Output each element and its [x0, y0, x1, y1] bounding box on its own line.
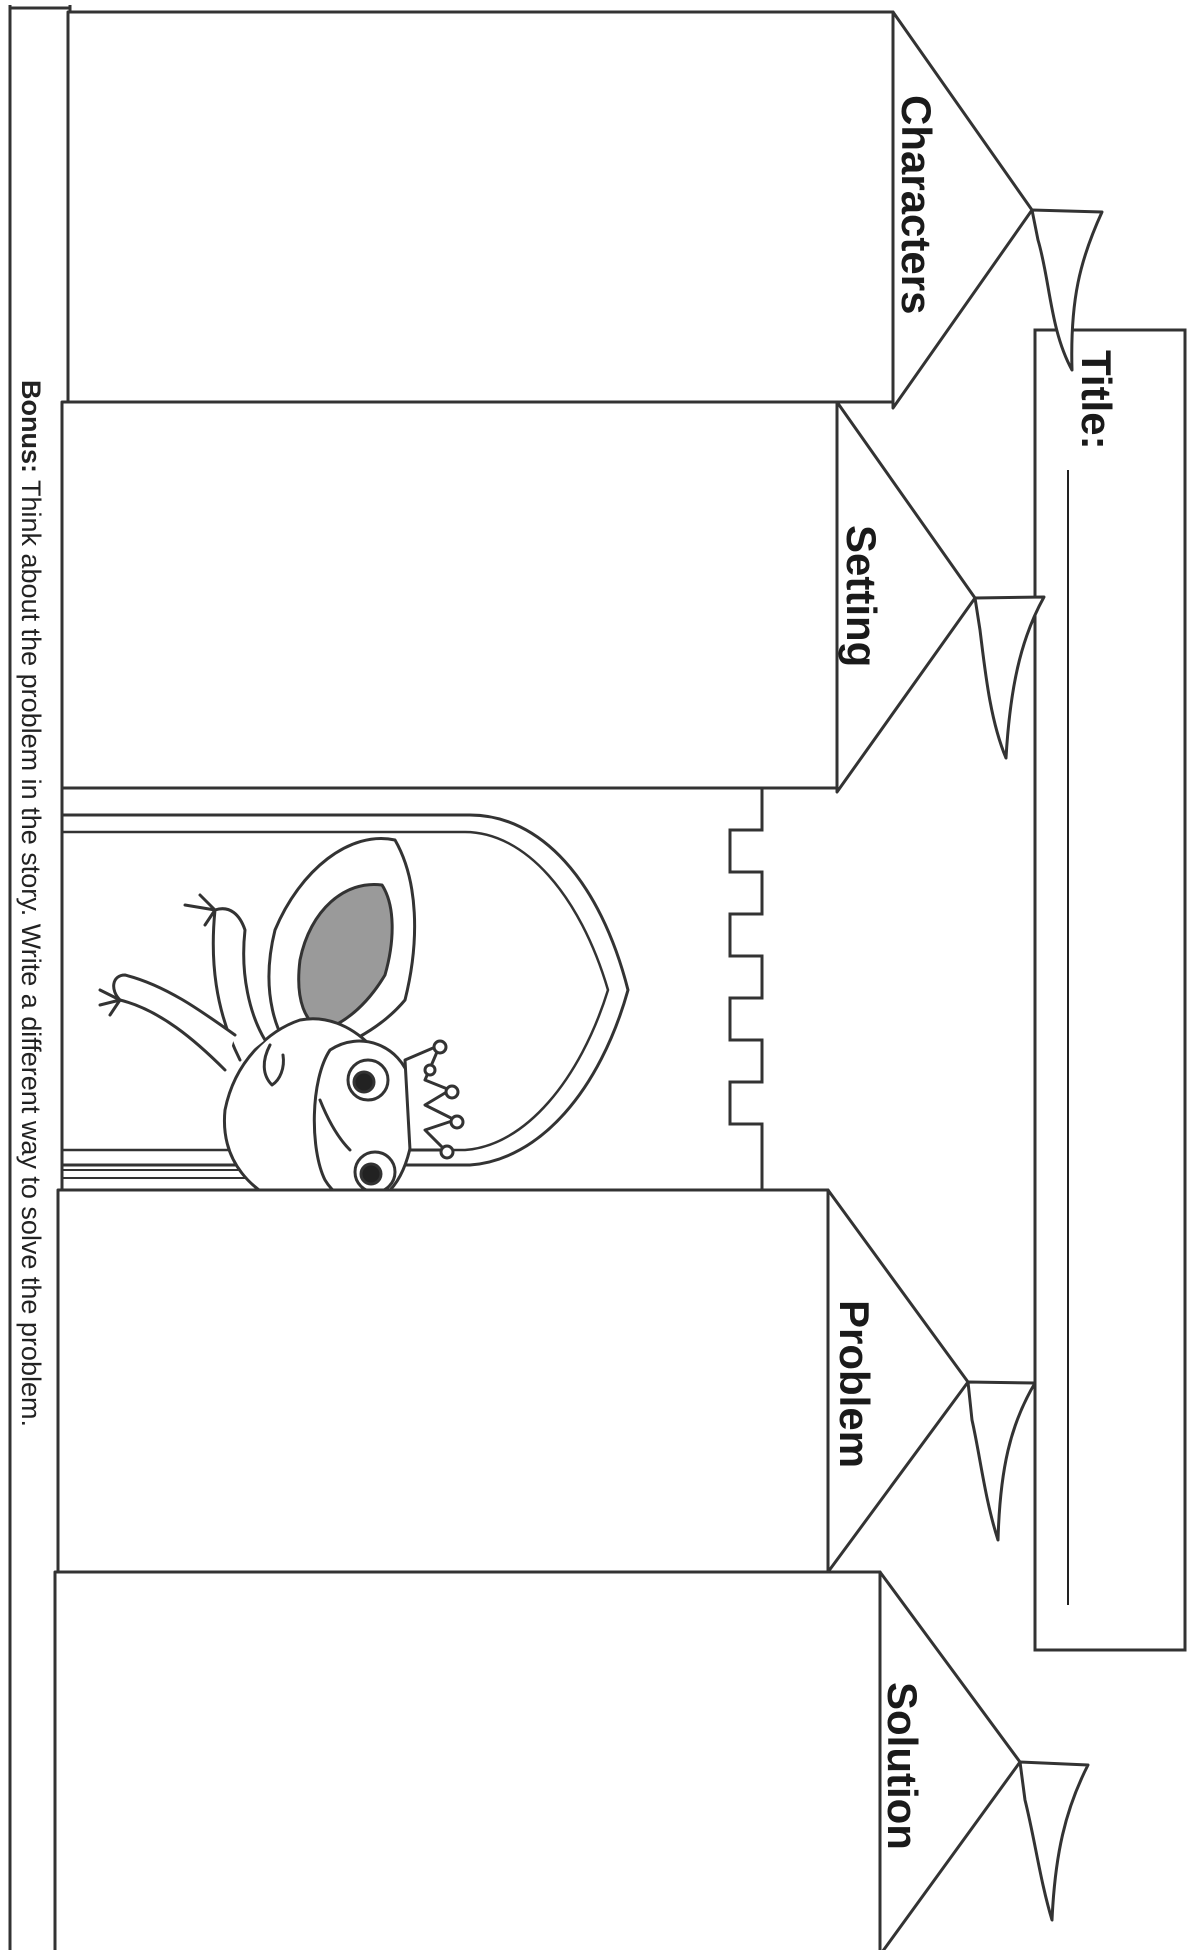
bonus-instructions: Think about the problem in the story. Wr… — [16, 473, 46, 1427]
characters-write-area[interactable] — [68, 12, 893, 402]
problem-flag — [968, 1382, 1035, 1540]
characters-label: Characters — [893, 95, 940, 314]
bonus-label: Bonus: — [16, 380, 46, 473]
solution-label: Solution — [879, 1682, 926, 1850]
bonus-text: Bonus: Think about the problem in the st… — [16, 380, 46, 1427]
solution-write-area[interactable] — [55, 1572, 880, 1950]
problem-label: Problem — [831, 1300, 878, 1468]
setting-write-area[interactable] — [62, 402, 837, 788]
tower-solution — [55, 1572, 1088, 1950]
title-label: Title: — [1073, 350, 1120, 450]
tower-problem — [58, 1190, 1035, 1572]
tower-setting — [62, 402, 1044, 792]
problem-write-area[interactable] — [58, 1190, 828, 1572]
solution-flag — [1020, 1762, 1088, 1920]
tower-characters — [68, 12, 1102, 408]
title-box — [1035, 330, 1185, 1650]
setting-label: Setting — [838, 525, 885, 667]
